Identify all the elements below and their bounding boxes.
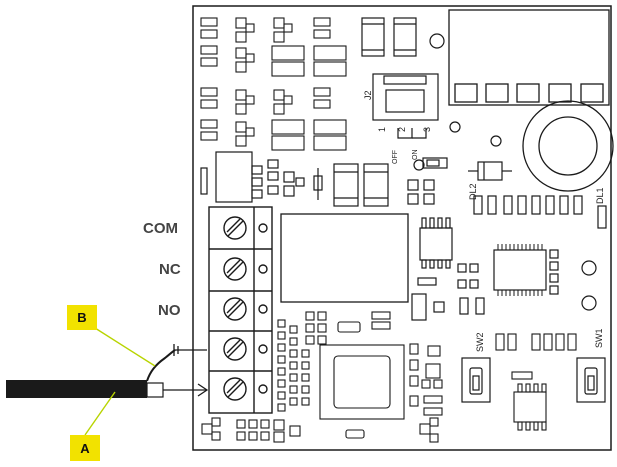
callout-a-label: A bbox=[80, 441, 90, 456]
cable-end bbox=[146, 382, 164, 398]
main-relay bbox=[280, 213, 409, 303]
regulator bbox=[200, 151, 389, 207]
switch-label-sw1: SW1 bbox=[594, 328, 604, 348]
jumper-j2 bbox=[372, 73, 439, 139]
jumper-label: J2 bbox=[363, 90, 373, 100]
switch-sw1 bbox=[576, 357, 606, 403]
callout-a-leader bbox=[84, 391, 116, 436]
lower-components bbox=[201, 311, 577, 443]
callout-b-badge bbox=[67, 305, 97, 330]
diodes-top bbox=[361, 17, 417, 57]
ic-pins bbox=[497, 244, 543, 296]
terminal-label-com: COM bbox=[143, 220, 178, 237]
buzzer bbox=[522, 100, 614, 192]
switch-sw2 bbox=[461, 357, 491, 403]
terminal-screws bbox=[223, 216, 268, 401]
terminal-label-nc: NC bbox=[159, 261, 181, 278]
mounting-holes bbox=[413, 33, 597, 311]
switch-label-sw2: SW2 bbox=[475, 332, 485, 352]
cable bbox=[6, 380, 147, 398]
smd-components-left bbox=[200, 17, 347, 151]
led-label-dl1: DL1 bbox=[595, 187, 605, 204]
jumper-off-label: OFF bbox=[392, 150, 399, 164]
pcb-board bbox=[192, 5, 612, 451]
terminal-block bbox=[208, 206, 273, 414]
top-relay-module bbox=[448, 9, 610, 106]
jumper-pin-1: 1 bbox=[377, 127, 387, 132]
jumper-pin-3: 3 bbox=[422, 127, 432, 132]
callout-b-label: B bbox=[77, 310, 86, 325]
callout-b-leader bbox=[94, 327, 156, 367]
terminal-label-no: NO bbox=[158, 302, 181, 319]
ic-components bbox=[407, 157, 607, 321]
led-label-dl2: DL2 bbox=[468, 183, 478, 200]
jumper-on-label: ON bbox=[412, 150, 419, 161]
shield-wire bbox=[146, 349, 176, 382]
jumper-pin-2: 2 bbox=[397, 127, 407, 132]
callout-a-badge bbox=[70, 435, 100, 461]
